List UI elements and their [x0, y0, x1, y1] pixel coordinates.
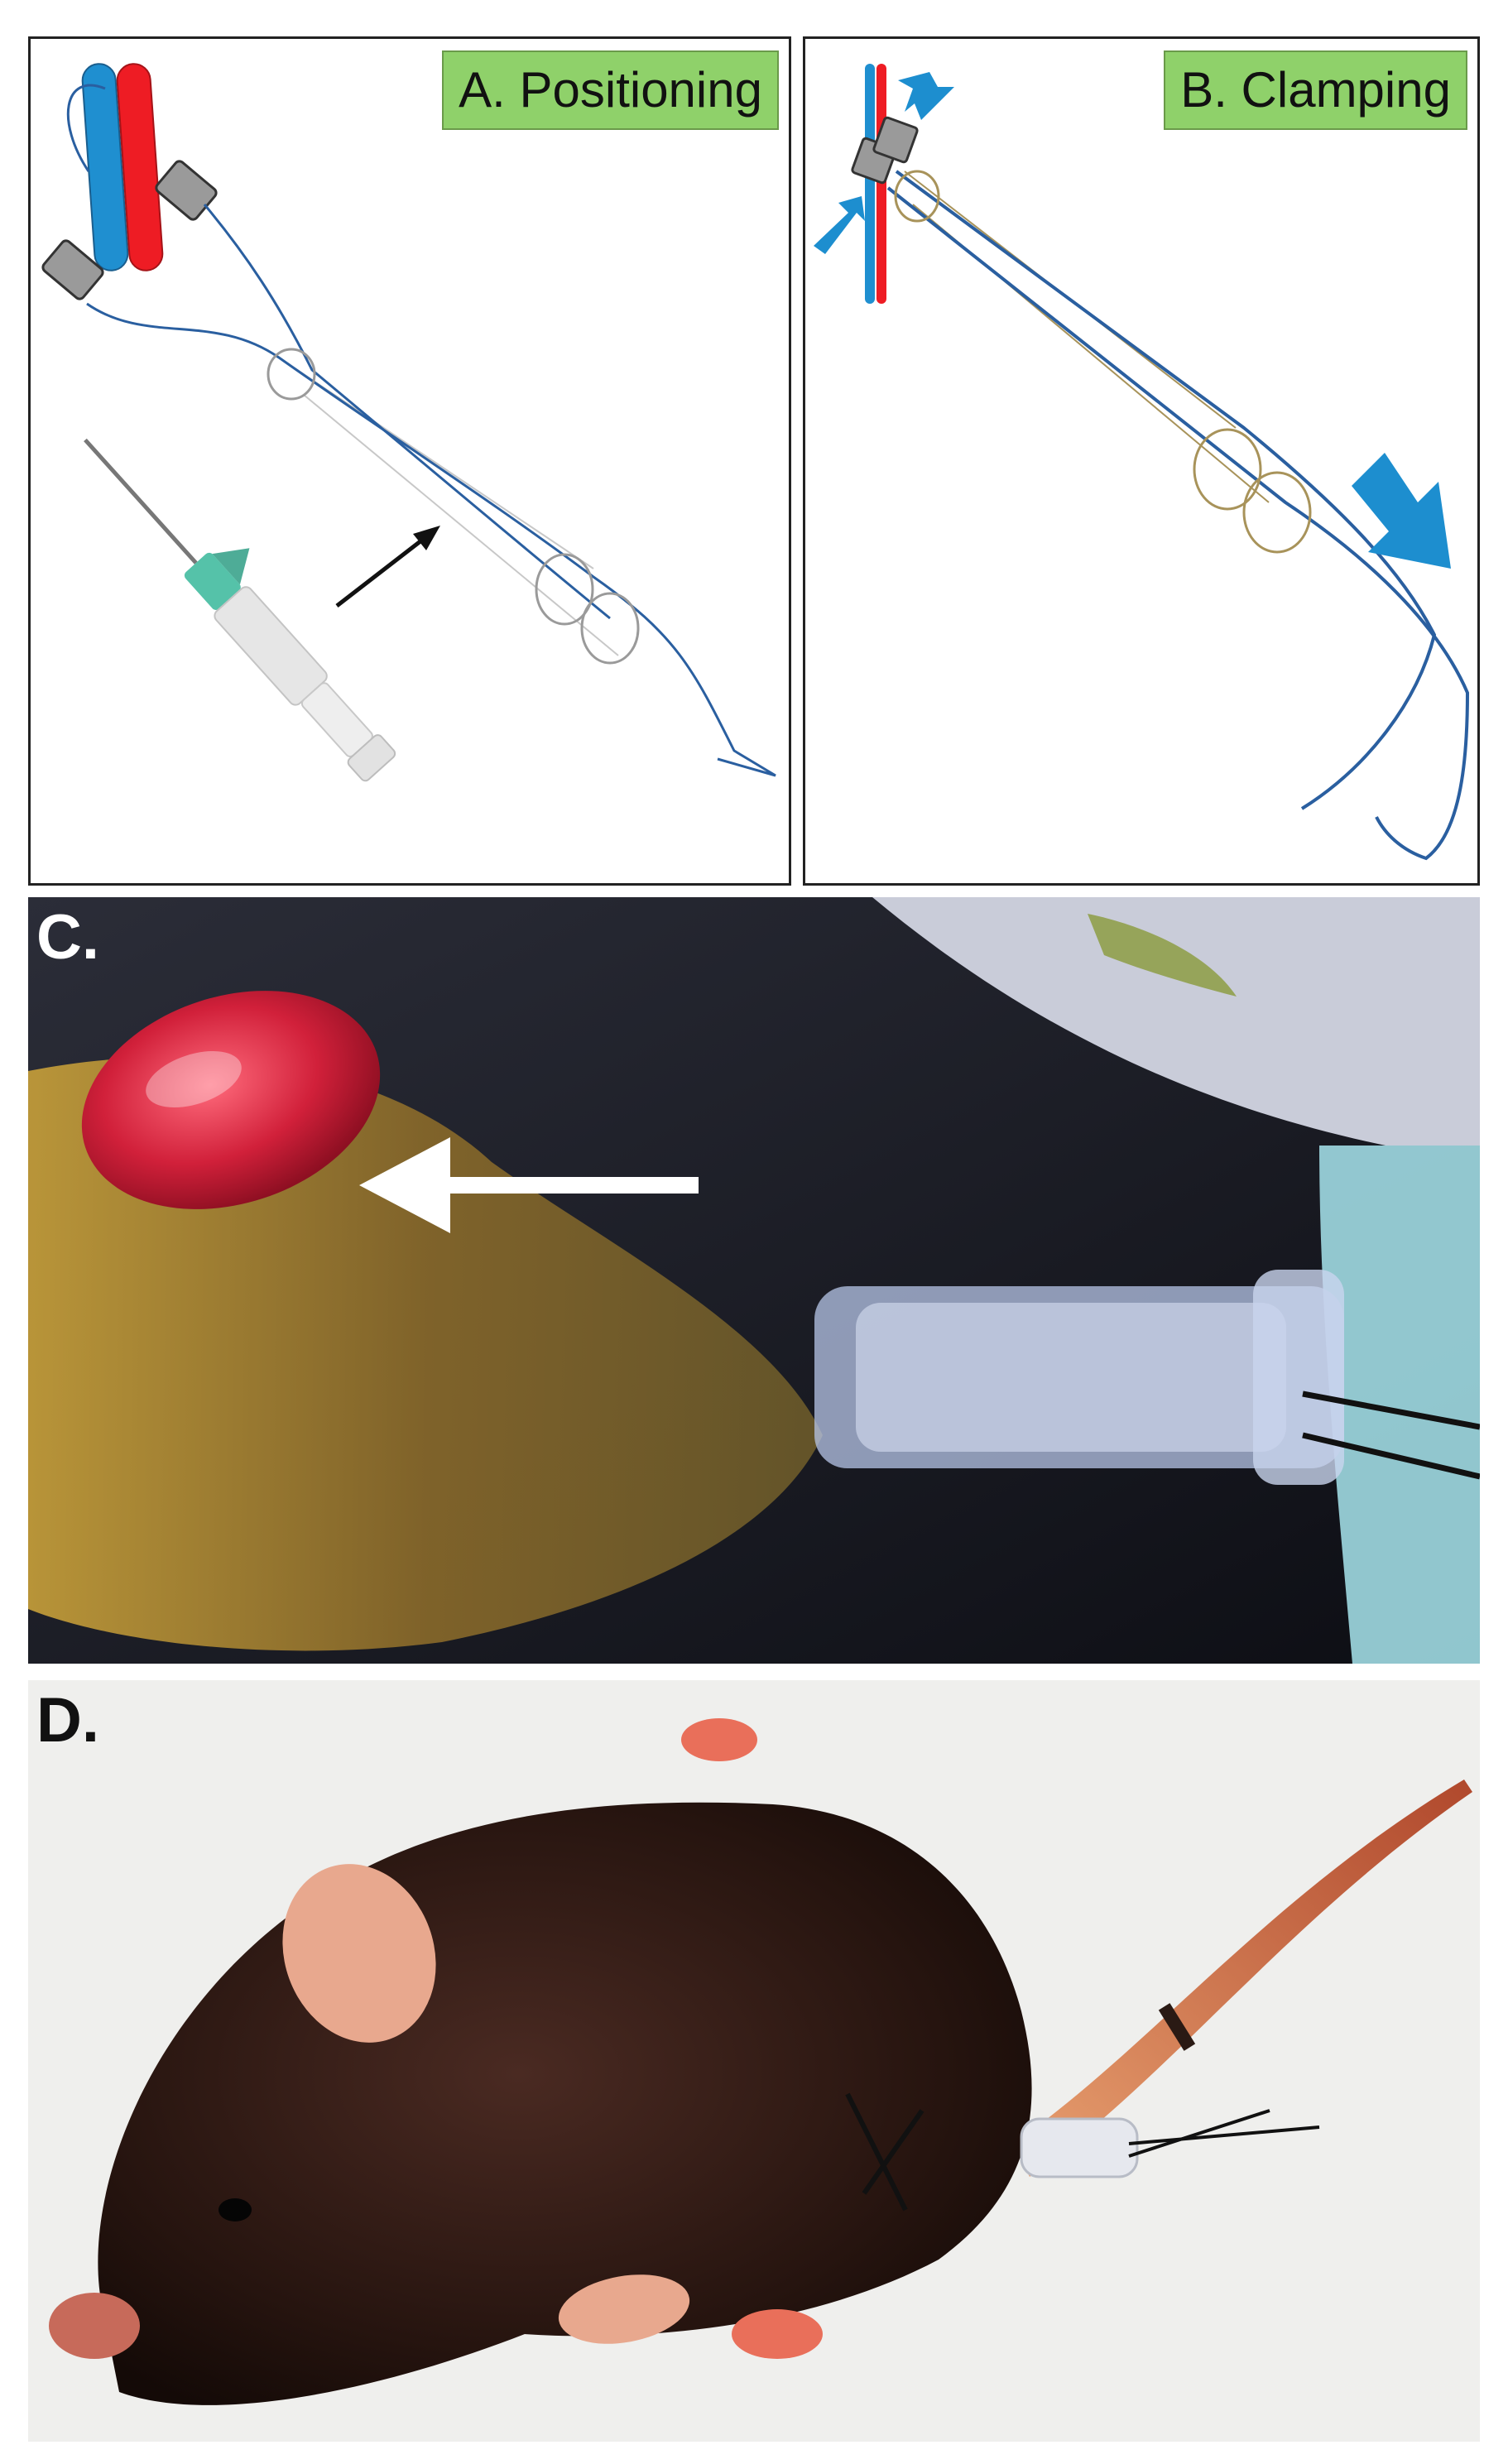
positioning-diagram	[41, 63, 776, 782]
guide-line	[303, 394, 619, 656]
mouse-ear	[282, 1864, 436, 2043]
panel-c-label: C.	[36, 902, 99, 973]
panel-d-mouse-photo: D.	[28, 1680, 1480, 2442]
tube-ring	[894, 170, 1312, 554]
catheter-hub	[1020, 2109, 1320, 2178]
catheter-wire	[86, 302, 776, 777]
mouse-nose	[49, 2293, 140, 2359]
catheter-wire	[886, 186, 1470, 861]
clamp-arrow-icon	[814, 196, 865, 254]
iv-cannula-icon	[84, 438, 396, 782]
insertion-arrow-icon	[335, 526, 440, 608]
panel-b-title: B. Clamping	[1164, 50, 1467, 130]
suture	[845, 2092, 924, 2212]
panel-c-surgical-photo: C.	[28, 897, 1480, 1664]
panel-b-clamping: B. Clamping	[803, 36, 1480, 886]
mouse-ear	[558, 2274, 690, 2344]
mouse-paw	[681, 1718, 757, 1761]
mouse-photo-illustration	[49, 1718, 1472, 2405]
clamping-diagram	[814, 64, 1470, 861]
clip-icon	[851, 116, 919, 185]
surgical-photo-illustration	[28, 897, 1480, 1664]
catheter-wire	[203, 204, 611, 620]
panel-d-label: D.	[36, 1685, 99, 1756]
catheter-hub	[814, 1270, 1480, 1485]
tube-ring	[267, 348, 640, 665]
panel-a-title: A. Positioning	[442, 50, 779, 130]
mouse-tail	[1013, 1780, 1472, 2177]
pull-arrow-icon	[1352, 453, 1451, 569]
catheter-wire	[66, 84, 106, 172]
clamp-arrow-icon	[898, 72, 954, 120]
clip-icon	[41, 160, 218, 300]
vessel-pair-icon	[81, 63, 164, 271]
panel-a-positioning: A. Positioning	[28, 36, 791, 886]
exposed-organ	[81, 991, 381, 1209]
surgical-drape	[872, 897, 1480, 1146]
mouse-eye	[219, 2198, 252, 2221]
mouse-paw	[732, 2309, 823, 2359]
direction-arrow-icon	[359, 1137, 699, 1233]
catheter-wire	[895, 170, 1437, 810]
